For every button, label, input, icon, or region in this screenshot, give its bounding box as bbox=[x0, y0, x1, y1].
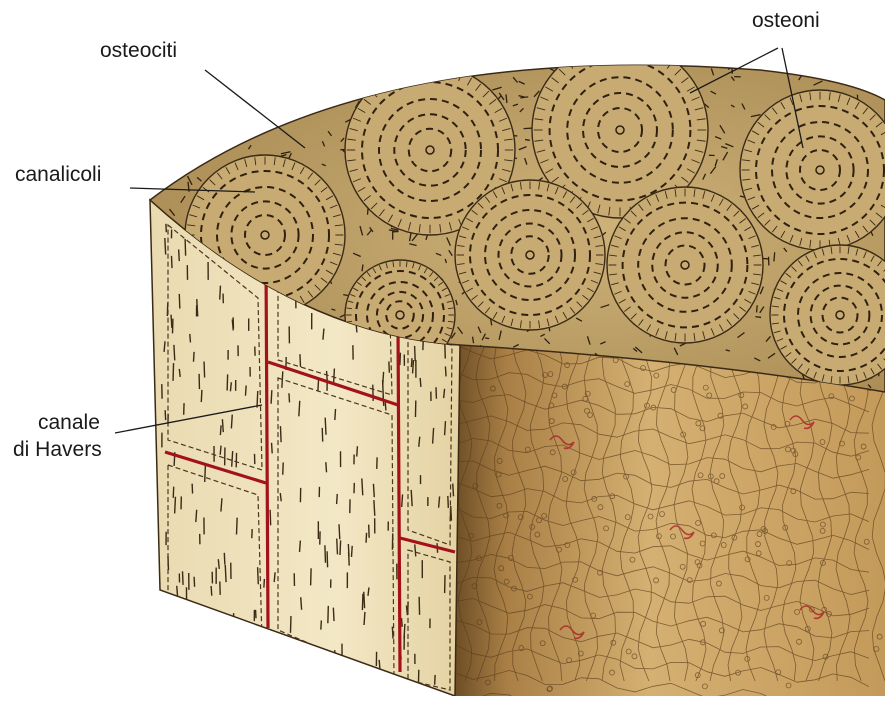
label-canale-line1: canale bbox=[38, 410, 100, 435]
label-canale-line2: di Havers bbox=[13, 437, 102, 462]
bone-side-face bbox=[455, 344, 885, 696]
label-canalicoli: canalicoli bbox=[15, 162, 101, 187]
osteociti-leader bbox=[205, 70, 305, 148]
label-osteociti: osteociti bbox=[100, 38, 177, 63]
osteon bbox=[607, 187, 763, 343]
osteon bbox=[455, 180, 605, 330]
label-osteoni: osteoni bbox=[752, 8, 820, 33]
